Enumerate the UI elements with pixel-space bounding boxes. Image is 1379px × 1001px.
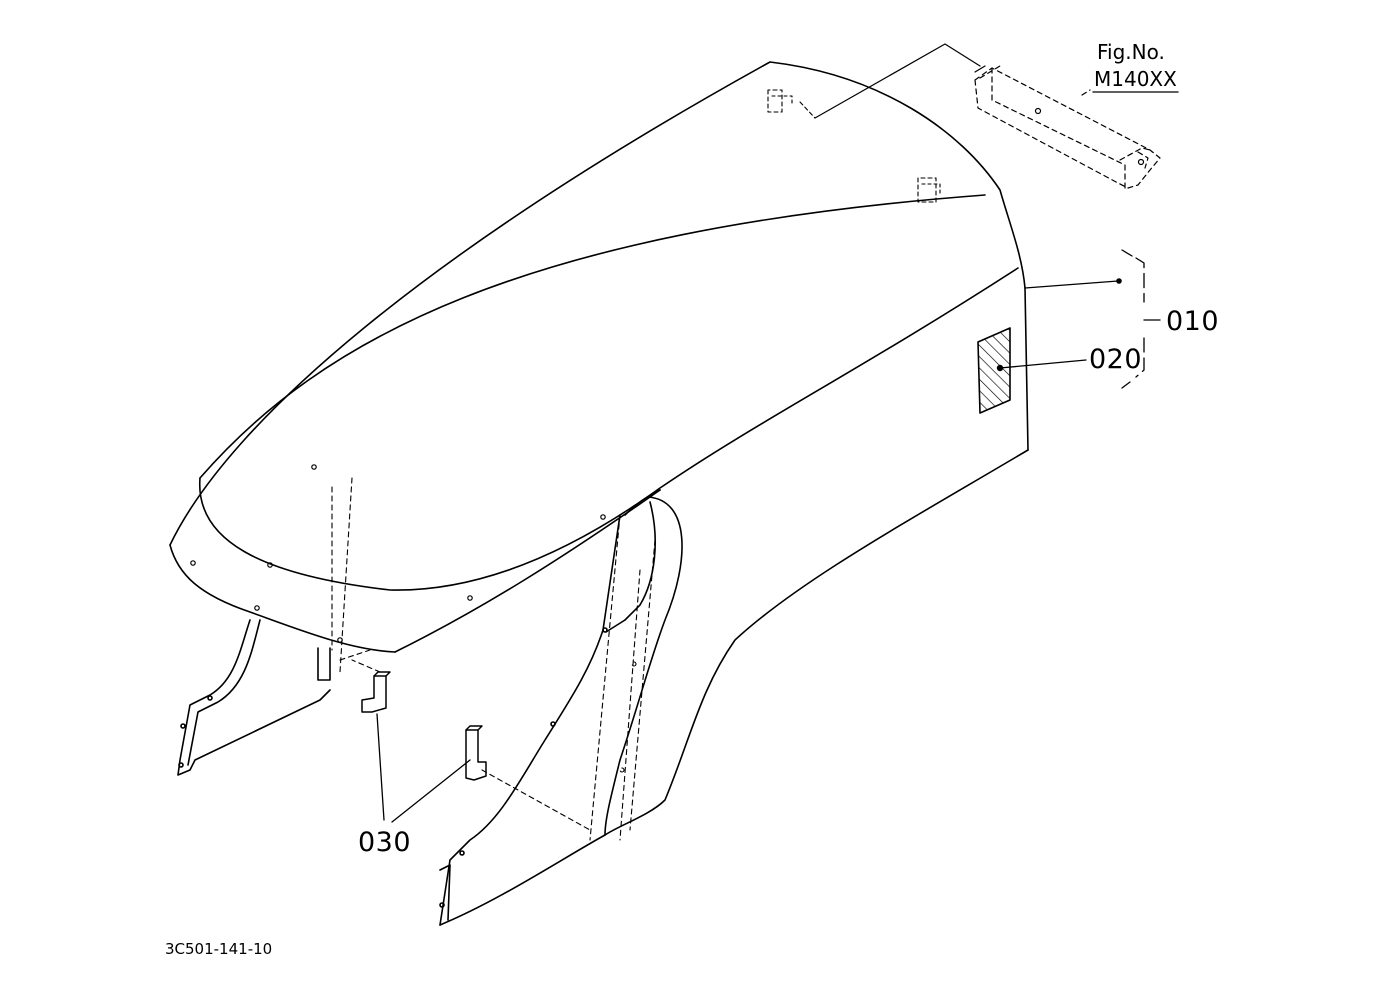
- callout-030: 030: [358, 827, 412, 858]
- hinge-leader-dashed: [799, 101, 816, 119]
- callout-010: 010: [1166, 306, 1220, 337]
- figure-ref-number: M140XX: [1094, 67, 1177, 91]
- clip-right: [465, 725, 487, 781]
- hood-panel: [169, 61, 1029, 926]
- clip-dashed-guides: [351, 659, 591, 831]
- drawing-code: 3C501-141-10: [165, 940, 273, 958]
- figure-ref-title: Fig.No.: [1097, 40, 1165, 64]
- left-dashed-guide: [331, 477, 371, 673]
- left-inner-frame: [177, 619, 331, 776]
- right-inner-frame: [439, 501, 656, 926]
- mounting-holes: [190, 464, 606, 643]
- hinge-leader: [814, 43, 981, 119]
- callout-leaders: [376, 249, 1161, 823]
- hinge-mount-top: [767, 89, 941, 203]
- callout-020: 020: [1089, 344, 1143, 375]
- clip-left: [361, 671, 391, 713]
- hinge-bracket-reference: [974, 65, 1161, 189]
- right-dashed-channel: [589, 514, 656, 841]
- decal-label: [977, 327, 1011, 414]
